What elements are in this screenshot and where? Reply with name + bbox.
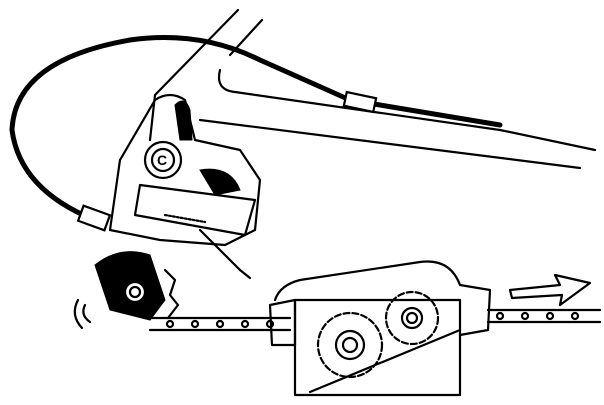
- frame-tubes: [148, 8, 597, 170]
- small-gear: [384, 290, 440, 346]
- jockey-pulley: [73, 251, 180, 330]
- pivot-bolt: [143, 140, 183, 180]
- chain: [148, 308, 602, 332]
- direction-arrow: [508, 273, 592, 307]
- barrel-adjuster: [76, 204, 112, 232]
- large-gear: [316, 311, 384, 379]
- cable-ferrule: [342, 90, 378, 114]
- bolt-glyph: C: [157, 152, 167, 168]
- rear-derailleur: C: [108, 93, 262, 280]
- shift-cable: [9, 35, 503, 232]
- chain-cleaner-box: [268, 260, 492, 397]
